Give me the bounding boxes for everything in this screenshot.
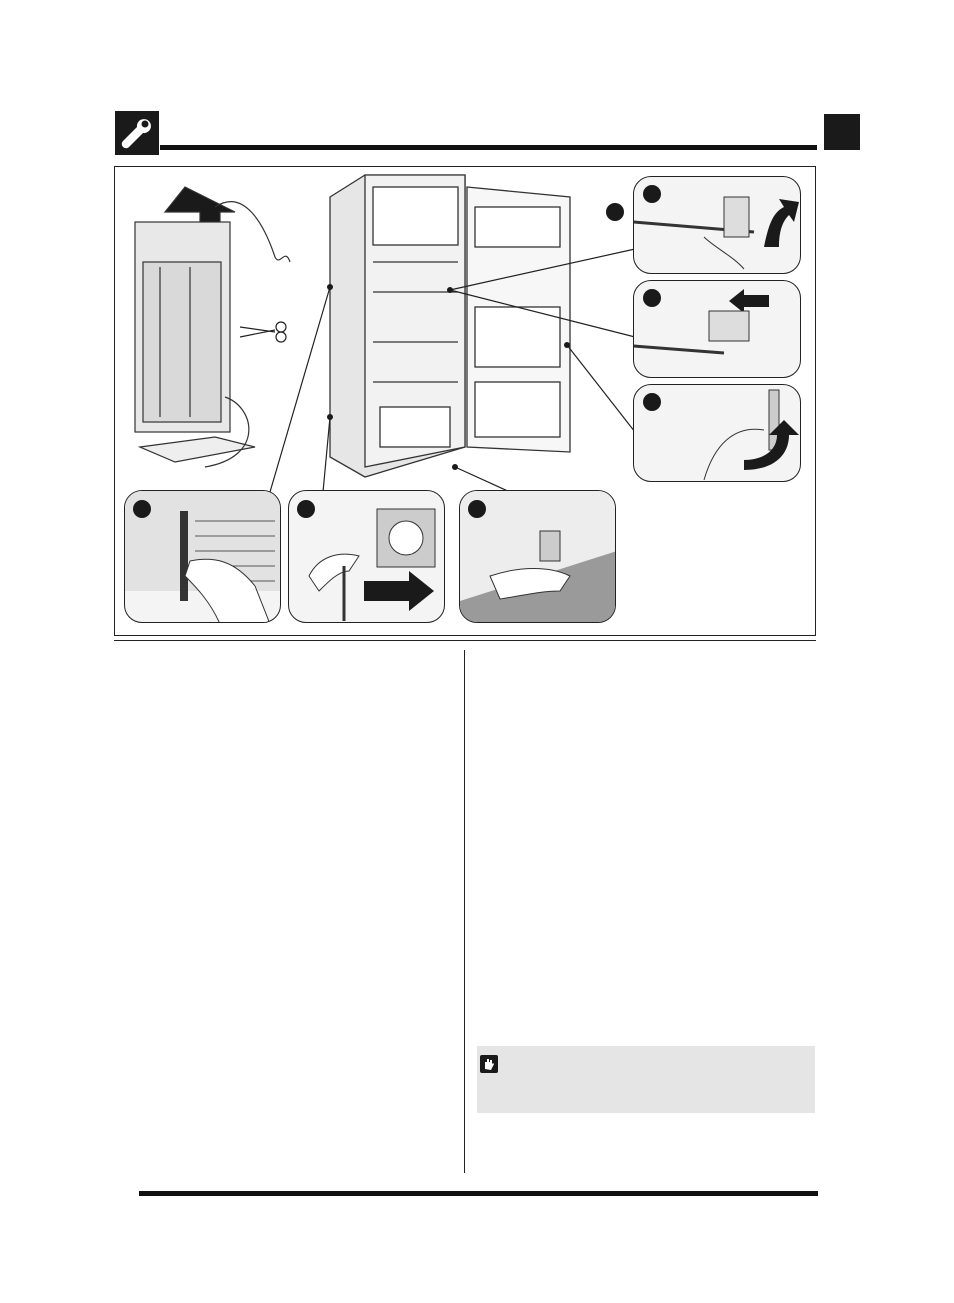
packaged-fridge [134, 186, 291, 468]
installation-illustration [134, 174, 636, 493]
wrench-icon [115, 111, 159, 155]
foot-adjust-panel [459, 490, 616, 623]
arrow-up-icon [634, 196, 799, 270]
chapter-tab [824, 114, 860, 150]
callout-lines [269, 248, 636, 493]
step-marker [468, 500, 486, 518]
step-marker [297, 500, 315, 518]
step-marker [133, 500, 151, 518]
header-rule [160, 145, 817, 150]
arrow-left-icon [634, 289, 769, 355]
figure-underline [114, 640, 816, 641]
shelf-lift-panel [633, 176, 801, 274]
hand-icon [460, 491, 615, 622]
note-box [477, 1046, 815, 1113]
column-divider [464, 650, 465, 1173]
condenser-spacer-panel [124, 490, 281, 623]
plug-icon [308, 508, 436, 621]
hand-stop-icon [480, 1055, 498, 1073]
step-marker [643, 185, 661, 203]
refrigerator-main [329, 174, 571, 478]
scissors-icon [239, 321, 287, 343]
door-handle-panel [633, 384, 801, 482]
footer-rule [139, 1191, 818, 1196]
power-plug-panel [288, 490, 445, 623]
installation-figure [114, 166, 816, 636]
step-marker [643, 393, 661, 411]
bracket-insert-panel [633, 280, 801, 378]
step-marker [643, 289, 661, 307]
curved-arrow-icon [703, 389, 799, 481]
